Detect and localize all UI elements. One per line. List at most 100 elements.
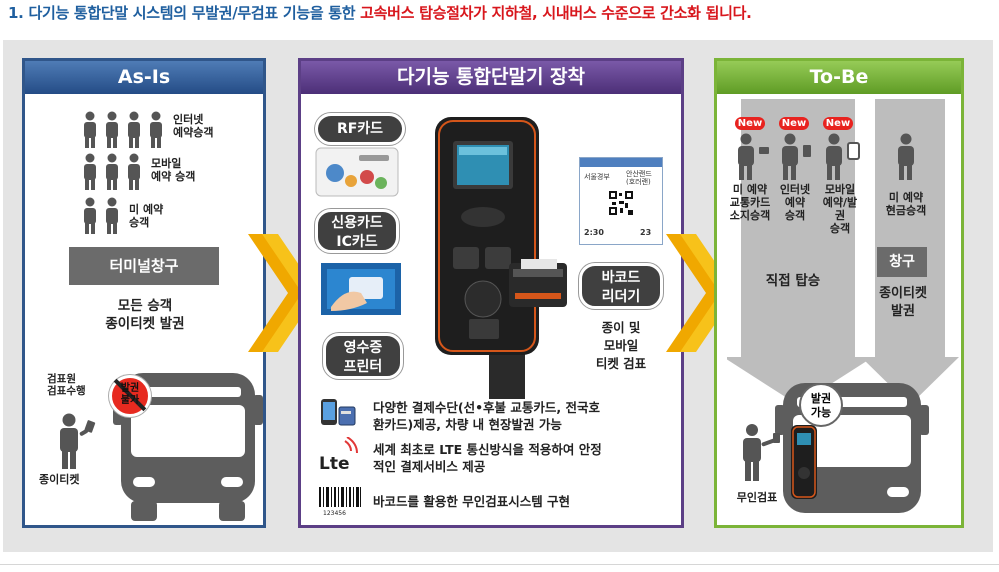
text-line: 세계 최초로 LTE 통신방식을 적용하여 안정 [373,442,602,457]
terminal-panel: 다기능 통합단말기 장착 RF카드 신용카드 IC카드 영수증 프린터 [298,58,684,528]
text-line: 모든 승객 [117,298,173,314]
ticket-header-bar [580,158,662,167]
internet-passenger-icon [782,133,811,180]
text-line: 모바일 [603,338,639,353]
text-line: 환카드)제공, 차량 내 현장발권 가능 [373,417,562,432]
direct-boarding-text: 직접 탑승 [765,273,821,289]
label-line: 바코드 [601,270,641,286]
card-tap-image [321,263,401,315]
prohibited-text: 발권 불가 [112,383,148,407]
text-line: 종이티켓 [879,286,927,301]
label-line: 검표수행 [47,385,86,397]
rf-card-image [315,147,399,197]
label-line: 예약/발 [822,196,858,209]
label-line: 신용카드 [331,215,383,231]
passenger-scanning-icon [743,424,780,481]
label-line: 권 [834,209,846,222]
label-line: IC카드 [336,234,378,250]
feature-text: 바코드를 활용한 무인검표시스템 구현 [373,494,571,509]
person-icon [84,111,96,148]
label-line: 안산랜드 [626,170,652,178]
ticket-checker-icon [60,413,96,469]
barcode-icon: 123456 [319,487,361,517]
cash-passenger-label: 미 예약 현금승객 [877,191,935,217]
heading-part1: 1. 다기능 통합단말 시스템의 무발권/무검표 기능을 통한 [8,4,361,22]
label-line: 승객 [829,222,851,235]
text-line: 적인 결제서비스 제공 [373,459,486,474]
page-heading: 1. 다기능 통합단말 시스템의 무발권/무검표 기능을 통한 고속버스 탑승절… [8,2,752,23]
ticket-to: 안산랜드 (호러랜) [626,170,652,186]
lte-icon: Lte [319,437,358,473]
to-be-group-label: 인터넷 예약 승객 [773,183,817,222]
label-line: 발권 [120,383,140,394]
label-line: 검표원 [47,373,76,385]
label-line: 모바일 [824,183,856,196]
unmanned-check-label: 무인검표 [736,491,778,504]
as-is-group-label: 모바일 예약 승객 [151,157,195,183]
label-line: 승객 [129,216,150,229]
terminal-device-image [435,117,567,399]
label-line: 인터넷 [779,183,811,196]
label-line: 예약 [784,196,806,209]
to-be-title: To-Be [717,61,961,94]
ticket-check-text: 종이 및 모바일 티켓 검표 [571,319,671,373]
credit-card-bubble: 신용카드 IC카드 [315,209,399,253]
label-line: 예약승객 [173,126,214,139]
all-passengers-text: 모든 승객 종이티켓 발권 [65,297,225,333]
text-line: 발권 [891,304,915,319]
label-line: 미 예약 [129,203,164,216]
ticket-checker-label: 검표원 검표수행 [47,373,86,397]
feature-text: 다양한 결제수단(선•후불 교통카드, 전국호 환카드)제공, 차량 내 현장발… [373,399,600,433]
paper-ticket-label: 종이티켓 [39,473,80,486]
label-line: 가능 [810,406,832,419]
label-line: 불가 [120,395,140,406]
barcode-number: 123456 [323,510,346,517]
label-line: 교통카드 [729,196,771,209]
terminal-window-box: 터미널창구 [69,247,219,285]
label-line: (호러랜) [626,178,651,186]
label-line: 발권 [810,392,832,405]
heading-part2: 고속버스 탑승절차가 지하철, 시내버스 수준으로 간소화 됩니다. [360,4,752,22]
barcode-reader-bubble: 바코드 리더기 [579,263,663,309]
to-be-panel: To-Be New New New 미 예약 교통카드 소지승객 인터넷 예약 … [714,58,964,528]
new-badge: New [779,117,809,130]
label-line: 리더기 [601,289,641,305]
feature-text: 세계 최초로 LTE 통신방식을 적용하여 안정 적인 결제서비스 제공 [373,441,602,475]
window-box: 창구 [877,247,927,277]
label-line: 승객 [784,209,806,222]
persons-icon [84,153,140,190]
text-line: 종이티켓 발권 [105,316,185,332]
paper-ticket-text: 종이티켓 발권 [867,285,939,321]
new-badge: New [735,117,765,130]
persons-icon [84,111,162,148]
ticketing-available-badge: 발권 가능 [799,383,843,427]
cash-passenger-icon [898,133,914,180]
qr-code-icon [608,190,634,216]
persons-icon [84,197,118,234]
as-is-panel: As-Is 인터넷 예약승객 모바일 예약 승객 미 예약 승객 [22,58,266,528]
as-is-title: As-Is [25,61,263,94]
label-line: 모바일 [151,157,182,170]
to-be-group-label: 모바일 예약/발 권 승객 [817,183,863,235]
text-line: 티켓 검표 [595,356,647,371]
ticket-seat: 23 [640,228,652,237]
card-passenger-icon [738,133,769,180]
receipt-printer-bubble: 영수증 프린터 [323,333,403,379]
label-line: 프린터 [343,359,383,375]
label-line: 영수증 [343,340,383,356]
prohibited-icon: 발권 불가 [109,375,151,417]
ticket-time: 2:30 [584,228,604,237]
ticket-from: 서울경부 [584,173,610,181]
as-is-group-label: 인터넷 예약승객 [173,113,213,139]
text-line: 다양한 결제수단(선•후불 교통카드, 전국호 [373,400,601,415]
label-line: 미 예약 [888,191,924,204]
divider [0,564,999,565]
mobile-passenger-icon [826,133,860,180]
mobile-ticket-image: 서울경부 안산랜드 (호러랜) 2:30 23 [579,157,663,245]
lte-logo-text: Lte [319,454,350,473]
label-line: 인터넷 [173,113,204,126]
label-line: 현금승객 [885,204,927,217]
text-line: 종이 및 [601,320,641,335]
terminal-device-image [791,425,817,499]
payment-methods-icon [321,399,356,426]
